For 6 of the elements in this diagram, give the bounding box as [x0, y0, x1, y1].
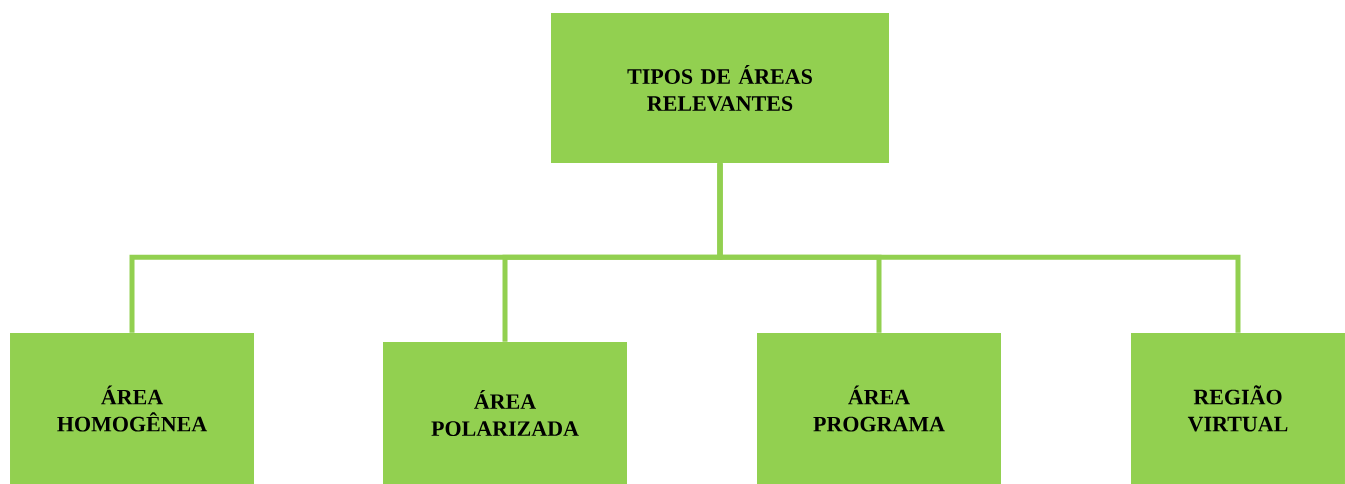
- category-box: ÁREA PROGRAMA: [757, 333, 1001, 484]
- title-box: TIPOS DE ÁREAS RELEVANTES: [551, 13, 889, 163]
- connector-line: [717, 163, 1241, 333]
- category-box: ÁREA POLARIZADA: [383, 342, 627, 484]
- category-box: REGIÃO VIRTUAL: [1131, 333, 1345, 484]
- category-box: ÁREA HOMOGÊNEA: [10, 333, 254, 484]
